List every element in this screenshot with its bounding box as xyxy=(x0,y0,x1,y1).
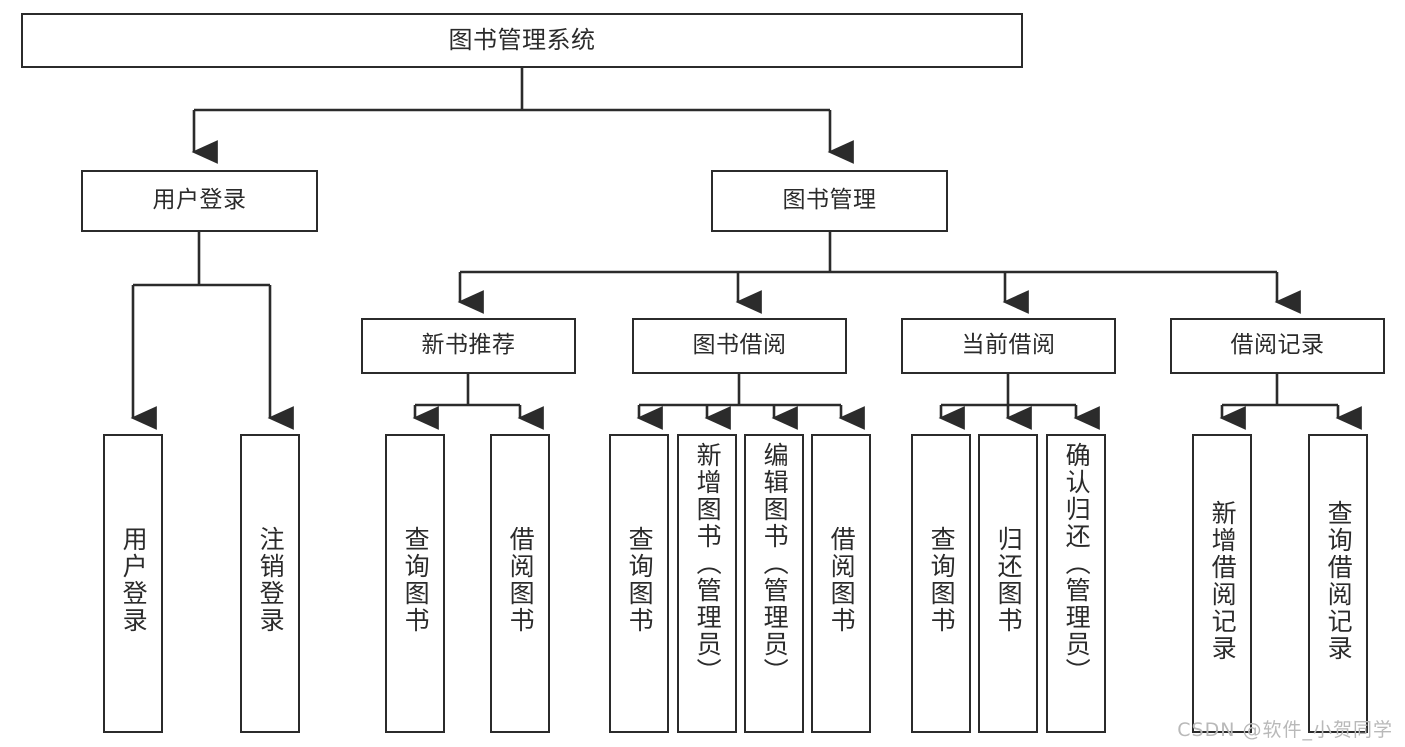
node-new-book-recommend[interactable]: 新书推荐 xyxy=(361,318,576,374)
node-label: 查询图书 xyxy=(401,526,431,634)
node-label: 确认归还（管理员） xyxy=(1062,442,1092,685)
node-leaf-edit-book-admin[interactable]: 编辑图书（管理员） xyxy=(744,434,804,733)
node-label: 用户登录 xyxy=(152,187,247,214)
node-label: 查询图书 xyxy=(625,526,655,634)
node-leaf-return-book[interactable]: 归还图书 xyxy=(978,434,1038,733)
node-label: 新增图书（管理员） xyxy=(693,442,723,685)
csdn-watermark: CSDN @软件_小贺同学 xyxy=(1177,719,1393,741)
node-user-login[interactable]: 用户登录 xyxy=(81,170,318,232)
node-label: 查询借阅记录 xyxy=(1324,500,1354,662)
node-leaf-query-book-borrow[interactable]: 查询图书 xyxy=(609,434,669,733)
node-label: 图书管理系统 xyxy=(448,26,596,55)
node-leaf-borrow-book-recommend[interactable]: 借阅图书 xyxy=(490,434,550,733)
node-current-borrow[interactable]: 当前借阅 xyxy=(901,318,1116,374)
node-label: 新书推荐 xyxy=(421,332,516,359)
node-label: 编辑图书（管理员） xyxy=(760,442,790,685)
node-label: 图书借阅 xyxy=(692,332,787,359)
node-label: 归还图书 xyxy=(994,526,1024,634)
node-label: 用户登录 xyxy=(119,526,149,634)
node-leaf-borrow-book-borrow[interactable]: 借阅图书 xyxy=(811,434,871,733)
node-label: 借阅图书 xyxy=(827,526,857,634)
node-leaf-add-borrow-record[interactable]: 新增借阅记录 xyxy=(1192,434,1252,733)
node-label: 图书管理 xyxy=(782,187,877,214)
node-leaf-user-login[interactable]: 用户登录 xyxy=(103,434,163,733)
node-leaf-query-book-current[interactable]: 查询图书 xyxy=(911,434,971,733)
node-label: 新增借阅记录 xyxy=(1208,500,1238,662)
node-label: 查询图书 xyxy=(927,526,957,634)
node-label: 当前借阅 xyxy=(961,332,1056,359)
node-label: 注销登录 xyxy=(256,526,286,634)
node-root-book-management-system[interactable]: 图书管理系统 xyxy=(21,13,1023,68)
node-book-borrow[interactable]: 图书借阅 xyxy=(632,318,847,374)
node-book-management[interactable]: 图书管理 xyxy=(711,170,948,232)
node-label: 借阅图书 xyxy=(506,526,536,634)
node-leaf-add-book-admin[interactable]: 新增图书（管理员） xyxy=(677,434,737,733)
node-leaf-query-borrow-record[interactable]: 查询借阅记录 xyxy=(1308,434,1368,733)
node-borrow-record[interactable]: 借阅记录 xyxy=(1170,318,1385,374)
node-leaf-query-book-recommend[interactable]: 查询图书 xyxy=(385,434,445,733)
node-label: 借阅记录 xyxy=(1230,332,1325,359)
node-leaf-user-logout[interactable]: 注销登录 xyxy=(240,434,300,733)
node-leaf-confirm-return-admin[interactable]: 确认归还（管理员） xyxy=(1046,434,1106,733)
